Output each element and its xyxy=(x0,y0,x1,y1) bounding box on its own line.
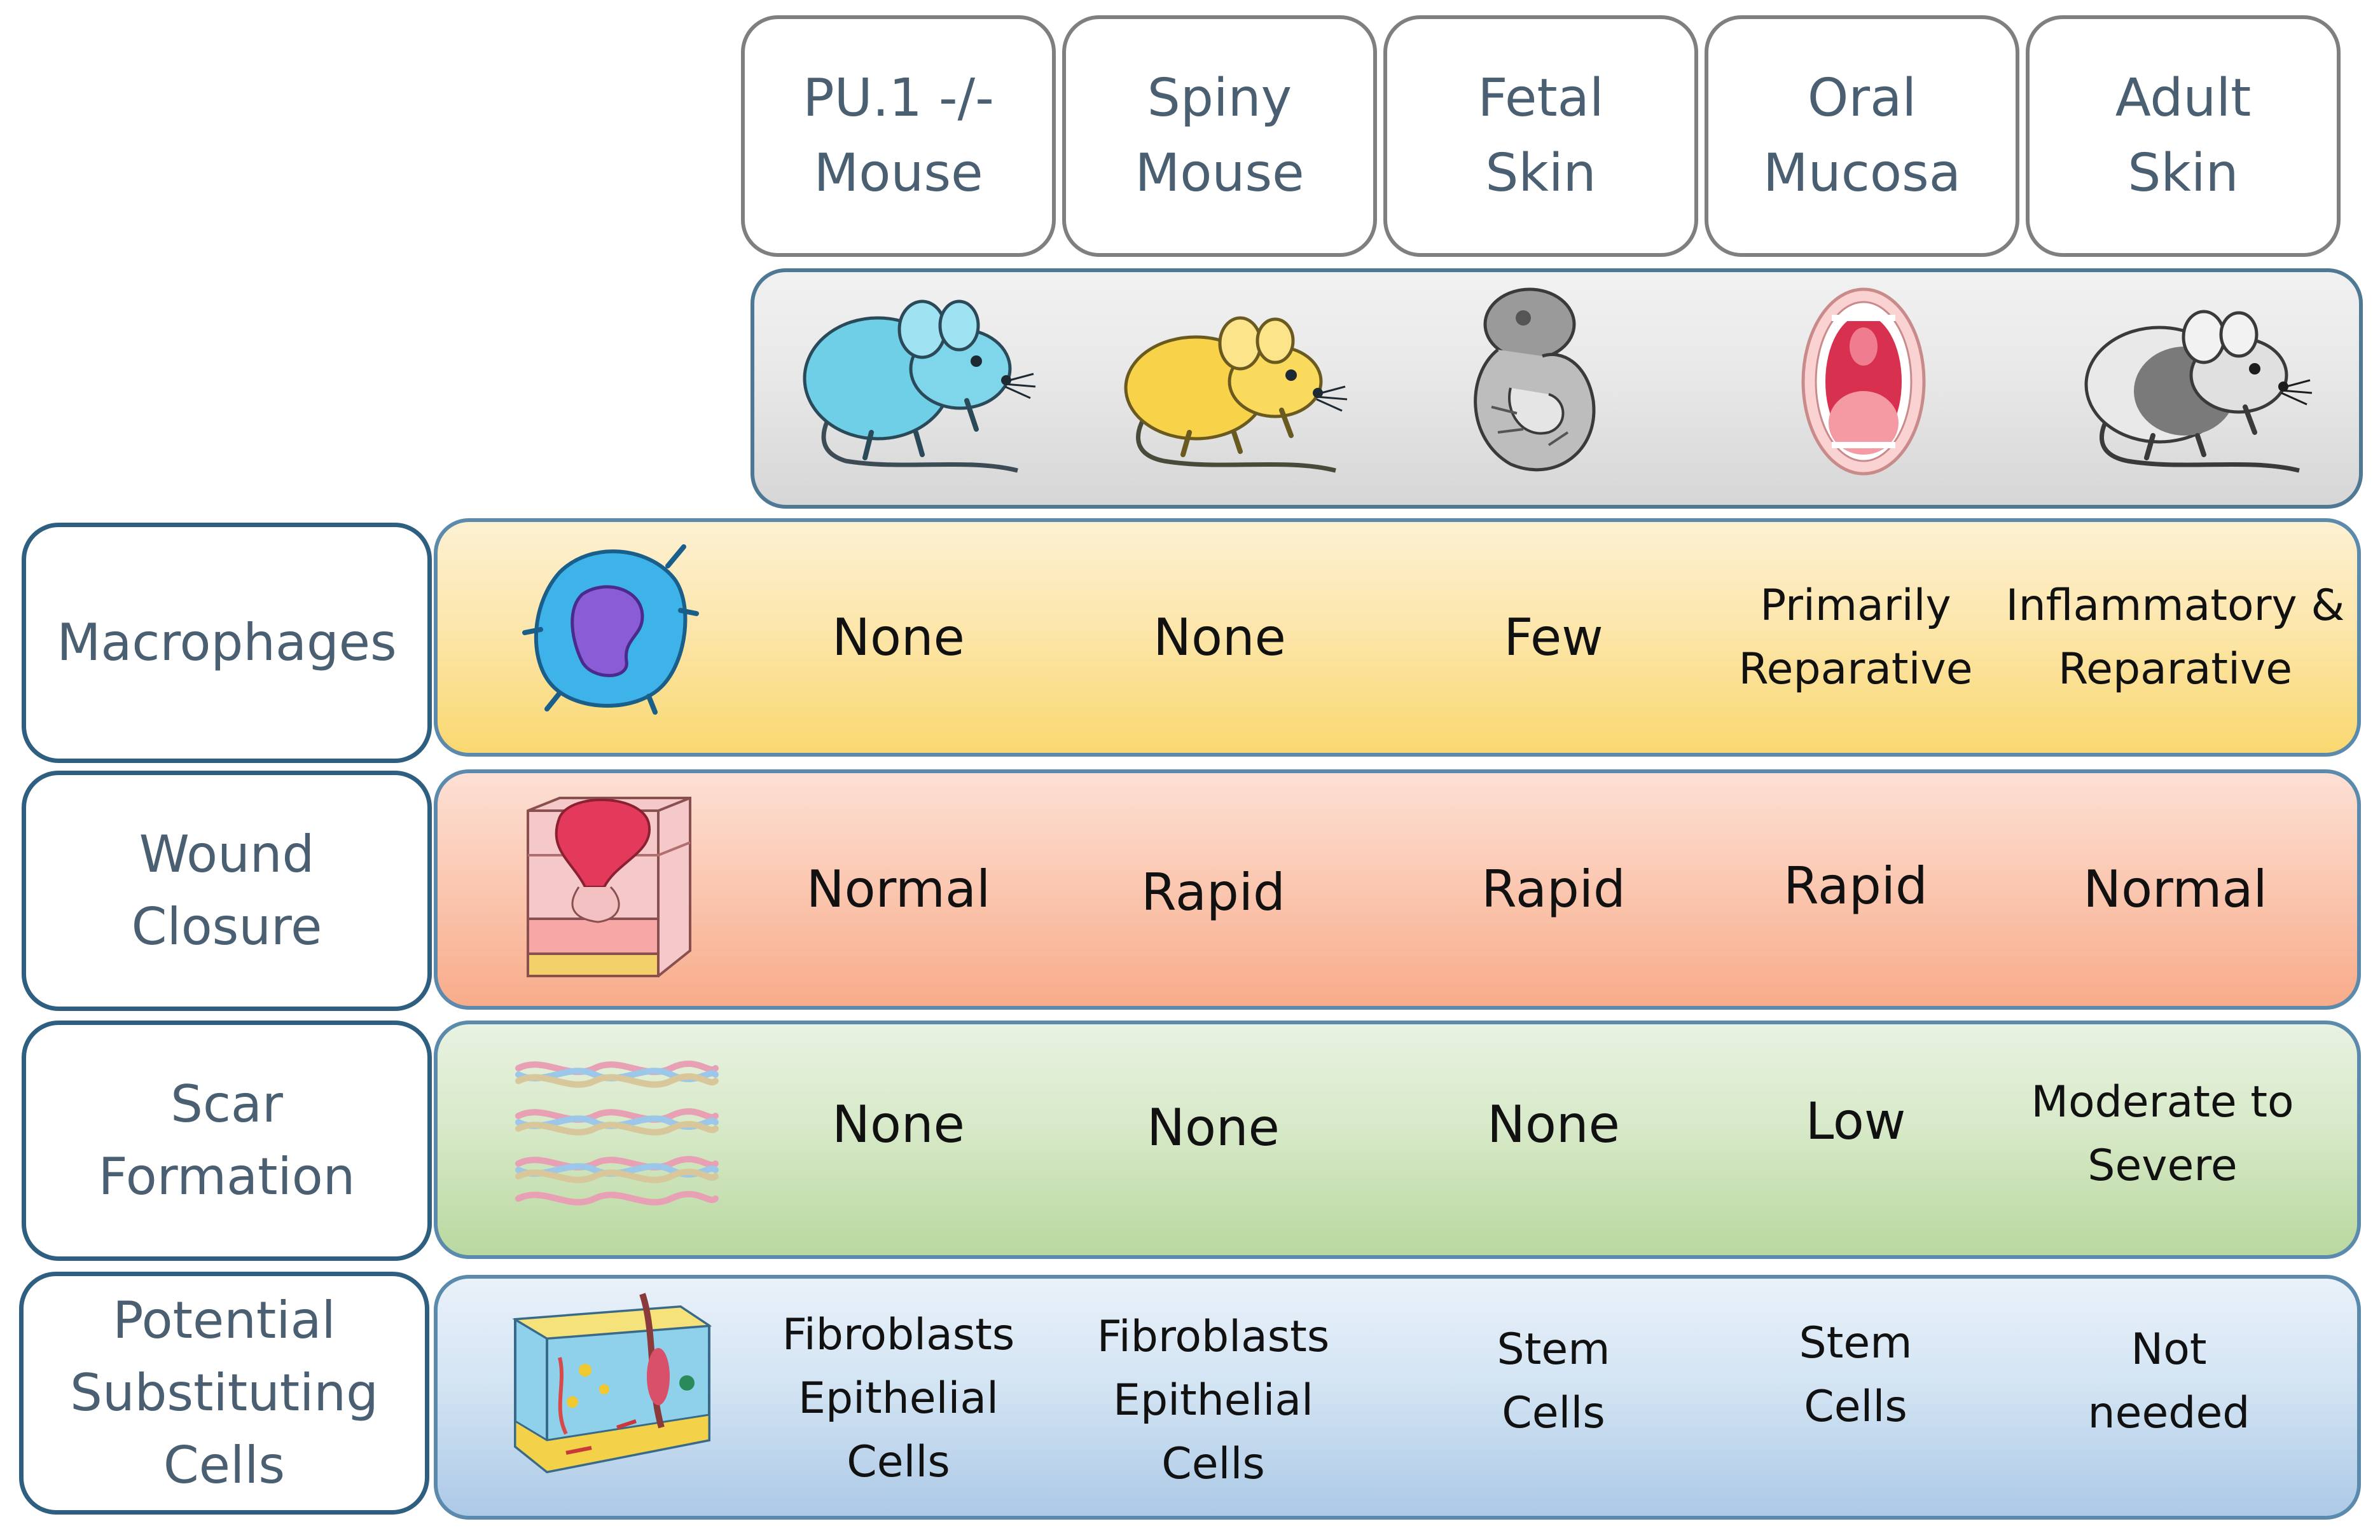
cell-text: Fibroblasts xyxy=(1097,1311,1330,1362)
cell-macrophages-spiny-mouse: None xyxy=(1062,518,1377,757)
cell-scar-formation-oral-mucosa: Low xyxy=(1698,1001,2013,1242)
column-header-pu1-mouse: PU.1 -/- Mouse xyxy=(741,15,1056,257)
cell-text: Low xyxy=(1805,1092,1906,1151)
row-label-line: Substituting xyxy=(70,1363,378,1422)
cell-macrophages-fetal-skin: Few xyxy=(1396,518,1711,757)
cell-substituting-cells-oral-mucosa: Stem Cells xyxy=(1698,1256,2013,1494)
cell-text: None xyxy=(832,607,965,667)
cell-text: Stem xyxy=(1799,1317,1913,1368)
cell-text: Few xyxy=(1504,607,1603,667)
embryo-icon xyxy=(1474,287,1596,472)
row-label-line: Formation xyxy=(98,1147,356,1206)
cell-wound-closure-pu1-mouse: Normal xyxy=(741,769,1056,1010)
cell-text: needed xyxy=(2087,1387,2250,1438)
cell-text: Epithelial xyxy=(1113,1375,1313,1426)
column-header-line: Mucosa xyxy=(1763,143,1961,203)
gray-mouse-icon xyxy=(2084,310,2313,473)
cell-text: Reparative xyxy=(1738,643,1973,694)
column-header-line: Fetal xyxy=(1477,68,1604,128)
column-header-line: PU.1 -/- xyxy=(803,68,994,128)
cell-text: Cells xyxy=(847,1436,950,1487)
row-label-potential-substituting-cells: Potential Substituting Cells xyxy=(19,1272,429,1515)
column-header-line: Skin xyxy=(1485,143,1596,203)
cell-scar-formation-spiny-mouse: None xyxy=(1056,1008,1371,1248)
column-header-spiny-mouse: Spiny Mouse xyxy=(1062,15,1377,257)
cell-text: Fibroblasts xyxy=(782,1309,1015,1360)
skin-tissue-block-icon xyxy=(512,1293,712,1474)
row-label-line: Cells xyxy=(163,1436,286,1495)
macrophage-cell-icon xyxy=(522,544,699,715)
column-header-line: Mouse xyxy=(1135,143,1304,203)
cell-scar-formation-pu1-mouse: None xyxy=(741,1005,1056,1245)
row-label-line: Macrophages xyxy=(57,613,397,672)
row-label-line: Scar xyxy=(170,1075,283,1134)
cell-text: Rapid xyxy=(1783,856,1928,916)
cell-text: None xyxy=(1487,1095,1620,1154)
blue-mouse-icon xyxy=(803,299,1036,473)
cell-text: Rapid xyxy=(1481,860,1626,919)
column-header-line: Adult xyxy=(2115,68,2252,128)
cell-text: Severe xyxy=(2087,1141,2238,1191)
yellow-mouse-icon xyxy=(1124,316,1348,473)
row-label-line: Wound xyxy=(139,825,315,884)
cell-text: Normal xyxy=(2083,860,2267,919)
cell-text: Cells xyxy=(1161,1438,1265,1489)
cell-wound-closure-spiny-mouse: Rapid xyxy=(1056,773,1371,1013)
column-header-adult-skin: Adult Skin xyxy=(2026,15,2341,257)
column-header-line: Spiny xyxy=(1147,68,1292,128)
column-header-oral-mucosa: Oral Mucosa xyxy=(1705,15,2019,257)
row-label-macrophages: Macrophages xyxy=(22,523,432,763)
row-label-scar-formation: Scar Formation xyxy=(22,1021,432,1261)
cell-text: Cells xyxy=(1804,1381,1907,1432)
row-band-macrophages xyxy=(434,518,2361,757)
cell-macrophages-oral-mucosa: Primarily Reparative xyxy=(1698,518,2013,757)
collagen-fibers-icon xyxy=(515,1061,719,1206)
row-band-potential-substituting-cells xyxy=(434,1275,2361,1520)
cell-wound-closure-adult-skin: Normal xyxy=(2010,769,2341,1010)
skin-wound-icon xyxy=(527,797,691,977)
cell-text: Not xyxy=(2131,1324,2207,1375)
column-header-fetal-skin: Fetal Skin xyxy=(1383,15,1698,257)
row-band-wound-closure xyxy=(434,769,2361,1010)
cell-wound-closure-fetal-skin: Rapid xyxy=(1396,769,1711,1010)
cell-substituting-cells-pu1-mouse: Fibroblasts Epithelial Cells xyxy=(741,1279,1056,1518)
cell-macrophages-adult-skin: Inflammatory & Reparative xyxy=(1997,518,2353,757)
cell-scar-formation-fetal-skin: None xyxy=(1396,1005,1711,1245)
cell-scar-formation-adult-skin: Moderate to Severe xyxy=(1997,1014,2328,1255)
cell-text: Stem xyxy=(1497,1324,1610,1375)
column-header-line: Mouse xyxy=(813,143,983,203)
cell-substituting-cells-spiny-mouse: Fibroblasts Epithelial Cells xyxy=(1056,1281,1371,1520)
open-mouth-icon xyxy=(1801,287,1926,476)
column-header-line: Skin xyxy=(2127,143,2239,203)
cell-text: Epithelial xyxy=(798,1373,999,1424)
cell-substituting-cells-fetal-skin: Stem Cells xyxy=(1396,1262,1711,1501)
cell-text: Moderate to xyxy=(2031,1077,2294,1127)
cell-substituting-cells-adult-skin: Not needed xyxy=(2003,1262,2334,1501)
cell-text: Reparative xyxy=(2058,643,2293,694)
cell-text: Normal xyxy=(806,860,991,919)
column-header-line: Oral xyxy=(1807,68,1917,128)
row-band-scar-formation xyxy=(434,1021,2361,1259)
cell-text: Rapid xyxy=(1141,863,1285,922)
cell-macrophages-pu1-mouse: None xyxy=(741,518,1056,757)
cell-wound-closure-oral-mucosa: Rapid xyxy=(1698,766,2013,1007)
cell-text: Primarily xyxy=(1760,580,1951,631)
cell-text: Inflammatory & xyxy=(2005,580,2345,631)
row-label-line: Potential xyxy=(113,1291,336,1350)
cell-text: None xyxy=(1147,1098,1280,1157)
row-label-line: Closure xyxy=(131,897,322,956)
row-label-wound-closure: Wound Closure xyxy=(22,771,432,1011)
cell-text: None xyxy=(832,1095,965,1154)
cell-text: Cells xyxy=(1502,1387,1605,1438)
cell-text: None xyxy=(1153,607,1286,667)
